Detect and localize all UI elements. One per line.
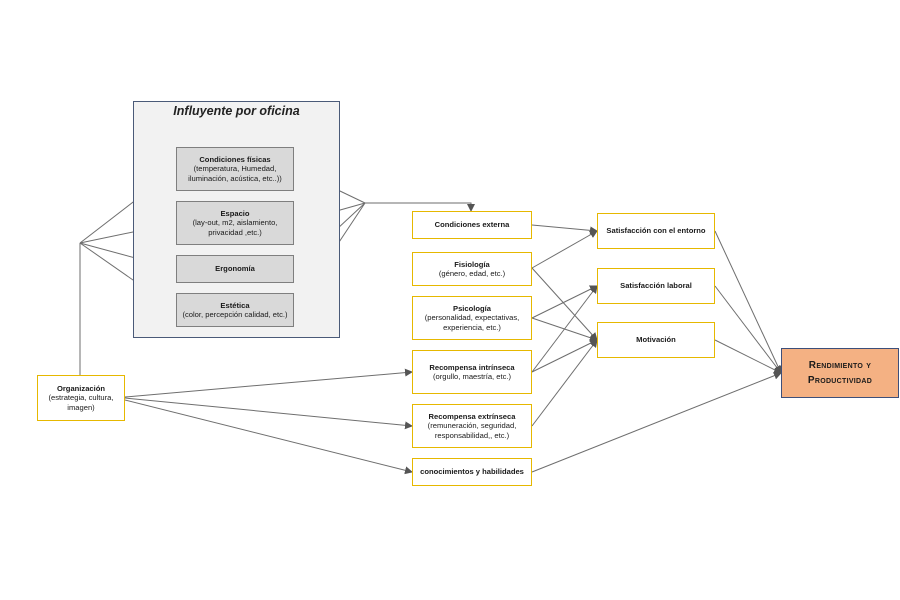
job-satisfaction-to-result <box>714 285 782 374</box>
intrinsic-reward-box: Recompensa intrínseca (orgullo, maestría… <box>412 350 532 394</box>
intrinsic-to-motivation <box>531 339 598 373</box>
psychology-box: Psicología (personalidad, expectativas, … <box>412 296 532 340</box>
job-satisfaction-box: Satisfacción laboral <box>597 268 715 304</box>
physiology-to-motivation <box>531 267 598 341</box>
skills-to-result <box>531 371 782 473</box>
environment-satisfaction-title: Satisfacción con el entorno <box>606 226 706 236</box>
organization-detail: (estrategia, cultura, imagen) <box>48 393 114 412</box>
space-detail: (lay-out, m2, aislamiento, privacidad ,e… <box>192 218 278 237</box>
result-line-1: Rendimiento y <box>808 360 872 371</box>
aesthetics-title: Estética <box>220 300 250 310</box>
physiology-box: Fisiología (género, edad, etc.) <box>412 252 532 286</box>
extrinsic-reward-detail: (remuneración, seguridad, responsabilida… <box>427 421 517 440</box>
external-conditions-title: Condiciones externa <box>434 220 510 230</box>
skills-box: conocimientos y habilidades <box>412 458 532 486</box>
performance-result-box: Rendimiento y Productividad <box>781 348 899 398</box>
physical-conditions-detail: (temperatura, Humedad, iluminación, acús… <box>188 164 282 183</box>
physiology-title: Fisiología <box>454 259 490 269</box>
extrinsic-reward-title: Recompensa extrínseca <box>428 411 516 421</box>
physical-conditions-title: Condiciones físicas <box>199 154 271 164</box>
environment-satisfaction-box: Satisfacción con el entorno <box>597 213 715 249</box>
space-title: Espacio <box>220 208 250 218</box>
physiology-detail: (género, edad, etc.) <box>438 269 506 278</box>
aesthetics-detail: (color, percepción calidad, etc.) <box>182 310 288 319</box>
psychology-to-job-satisfaction <box>531 285 598 319</box>
organization-title: Organización <box>56 383 106 393</box>
physical-conditions-box: Condiciones físicas (temperatura, Humeda… <box>176 147 294 191</box>
external-to-environment <box>531 224 598 235</box>
extrinsic-reward-box: Recompensa extrínseca (remuneración, seg… <box>412 404 532 448</box>
motivation-to-result <box>714 339 782 374</box>
aesthetics-box: Estética (color, percepción calidad, etc… <box>176 293 294 327</box>
physiology-to-environment <box>531 230 598 269</box>
intrinsic-reward-title: Recompensa intrínseca <box>429 362 515 372</box>
environment-to-result <box>714 230 782 374</box>
ergonomics-box: Ergonomía <box>176 255 294 283</box>
office-panel-title: Influyente por oficina <box>173 104 300 118</box>
psychology-title: Psicología <box>453 303 491 313</box>
organization-to-extrinsic <box>124 397 413 430</box>
space-box: Espacio (lay-out, m2, aislamiento, priva… <box>176 201 294 245</box>
organization-to-intrinsic <box>124 368 413 398</box>
external-conditions-box: Condiciones externa <box>412 211 532 239</box>
result-line-2: Productividad <box>807 375 873 386</box>
organization-box: Organización (estrategia, cultura, image… <box>37 375 125 421</box>
organization-to-skills <box>124 399 413 475</box>
merge-to-external-conditions <box>365 202 475 212</box>
ergonomics-title: Ergonomía <box>215 264 255 274</box>
motivation-title: Motivación <box>636 335 676 345</box>
psychology-detail: (personalidad, expectativas, experiencia… <box>424 313 520 332</box>
intrinsic-to-job-satisfaction <box>531 285 598 373</box>
extrinsic-to-motivation <box>531 339 598 427</box>
intrinsic-reward-detail: (orgullo, maestría, etc.) <box>432 372 512 381</box>
motivation-box: Motivación <box>597 322 715 358</box>
job-satisfaction-title: Satisfacción laboral <box>620 281 692 291</box>
skills-title: conocimientos y habilidades <box>420 467 524 477</box>
